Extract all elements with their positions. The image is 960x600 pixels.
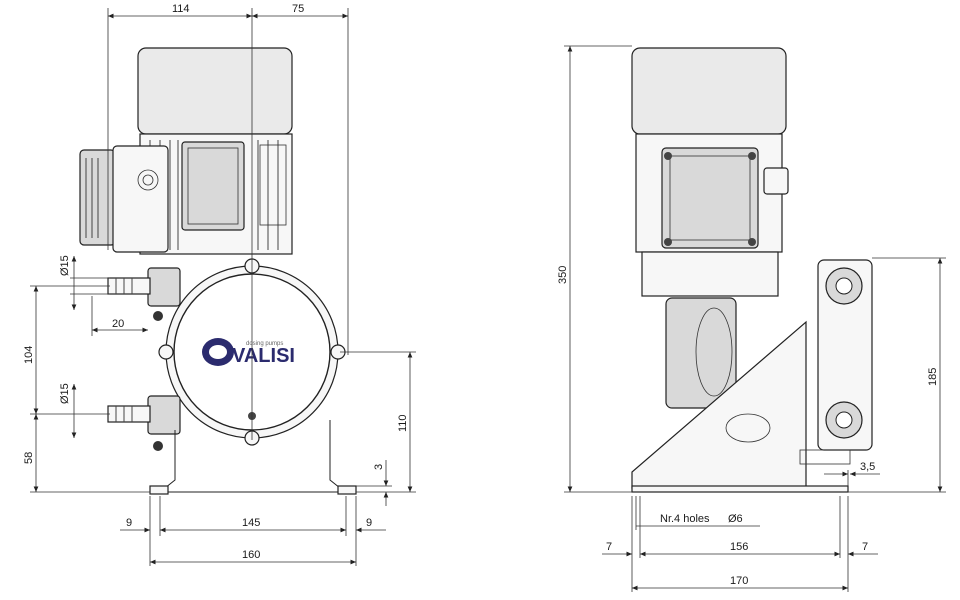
side-terminal-box bbox=[661, 147, 759, 249]
outlet-valve bbox=[147, 395, 181, 435]
foot-left bbox=[149, 485, 169, 495]
dim-170: 170 bbox=[730, 575, 748, 587]
dim-3: 3 bbox=[373, 464, 385, 470]
dim-104: 104 bbox=[23, 346, 35, 364]
dim-7-left: 7 bbox=[606, 541, 612, 553]
foot-right bbox=[337, 485, 357, 495]
dim-114: 114 bbox=[172, 3, 190, 15]
gearbox-housing bbox=[112, 145, 169, 253]
dim-7-right: 7 bbox=[862, 541, 868, 553]
dim-160: 160 bbox=[242, 549, 260, 561]
holes-note: Nr.4 holes bbox=[660, 513, 710, 525]
side-flange bbox=[641, 251, 779, 297]
dim-185: 185 bbox=[927, 368, 939, 386]
dim-diameter-15-bottom: Ø15 bbox=[59, 383, 71, 404]
inlet-valve bbox=[147, 267, 181, 307]
dim-156: 156 bbox=[730, 541, 748, 553]
side-dimensions: 350 185 3,5 Nr.4 holes Ø6 7 bbox=[557, 45, 946, 592]
dim-9-left: 9 bbox=[126, 517, 132, 529]
brand-name: VALISI bbox=[232, 345, 295, 367]
side-view: 350 185 3,5 Nr.4 holes Ø6 7 bbox=[557, 45, 946, 592]
front-dimensions: 114 75 Ø15 20 104 Ø15 58 bbox=[23, 3, 416, 566]
inlet-hose bbox=[107, 277, 151, 295]
brand-tagline: dosing pumps bbox=[246, 341, 283, 347]
dim-75: 75 bbox=[292, 3, 304, 15]
cable-gland bbox=[763, 167, 789, 195]
dim-9-right: 9 bbox=[366, 517, 372, 529]
dim-145: 145 bbox=[242, 517, 260, 529]
side-gear-housing bbox=[665, 297, 737, 409]
dim-58: 58 bbox=[23, 452, 35, 464]
side-base-plate bbox=[631, 485, 849, 493]
dim-3-5: 3,5 bbox=[860, 461, 875, 473]
side-motor-cap bbox=[631, 47, 787, 135]
outlet-hose bbox=[107, 405, 151, 423]
terminal-box bbox=[181, 141, 245, 231]
front-view: VALISI dosing pumps 114 75 Ø15 20 bbox=[23, 3, 416, 566]
brand-logo: VALISI dosing pumps bbox=[202, 338, 295, 367]
motor-cap bbox=[137, 47, 293, 135]
dim-diameter-15-top: Ø15 bbox=[59, 255, 71, 276]
dim-350: 350 bbox=[557, 266, 569, 284]
dim-20: 20 bbox=[112, 318, 124, 330]
hole-diameter: Ø6 bbox=[728, 513, 743, 525]
dim-110: 110 bbox=[397, 414, 409, 432]
